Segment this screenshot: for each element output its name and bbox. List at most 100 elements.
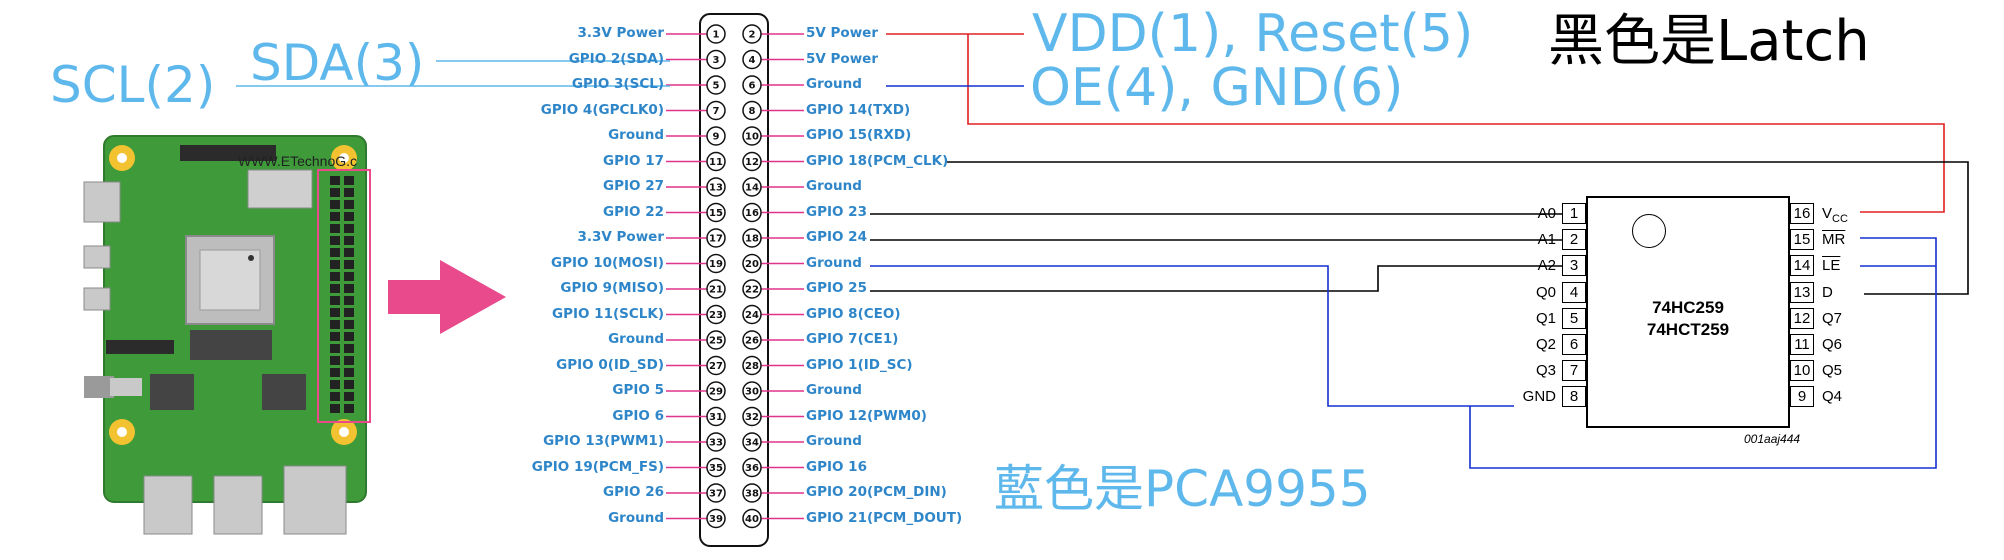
gpio-pin-circle bbox=[706, 304, 726, 325]
gpio-pin-circle bbox=[742, 253, 762, 274]
gpio-pin-number: 1 bbox=[713, 30, 720, 41]
chip-pin-label: A2 bbox=[1537, 257, 1556, 275]
chip-name-2: 74HCT259 bbox=[1646, 320, 1730, 339]
gpio-right-label: GPIO 21(PCM_DOUT) bbox=[806, 509, 963, 526]
gpio-right-label: GPIO 23 bbox=[806, 203, 867, 220]
chip-pin-number: 2 bbox=[1562, 229, 1586, 251]
board-header-pin bbox=[330, 212, 340, 221]
gpio-pin-number: 35 bbox=[709, 463, 723, 474]
gpio-left-label: GPIO 9(MISO) bbox=[560, 280, 664, 296]
gpio-pin-number: 14 bbox=[745, 183, 759, 194]
gpio-right-label: GPIO 25 bbox=[806, 280, 867, 296]
gpio-pin-circle bbox=[742, 330, 762, 350]
gpio-right-label: Ground bbox=[806, 178, 862, 194]
gpio-right-label: 5V Power bbox=[806, 50, 878, 67]
gpio-left-label: Ground bbox=[608, 509, 664, 526]
gpio-right-label: Ground bbox=[806, 254, 862, 271]
gpio-right-label: GPIO 1(ID_SC) bbox=[806, 356, 913, 373]
oe-gnd-note: OE(4), GND(6) bbox=[1030, 58, 1404, 118]
gpio-pin-number: 11 bbox=[709, 157, 723, 168]
board-header-pin bbox=[330, 272, 340, 281]
gpio-pin-circle bbox=[742, 279, 762, 299]
board-header-pin bbox=[344, 368, 354, 377]
gpio-left-label: GPIO 17 bbox=[603, 152, 664, 169]
gpio-right-label: GPIO 14(TXD) bbox=[806, 101, 911, 118]
gpio-pin-circle bbox=[706, 253, 726, 274]
gpio-left-label: GPIO 0(ID_SD) bbox=[556, 356, 664, 373]
gpio-right-label: GPIO 15(RXD) bbox=[806, 127, 912, 143]
board-header-pin bbox=[344, 404, 354, 413]
gpio-pin-circle bbox=[706, 406, 726, 427]
chip-pin-label: VCC bbox=[1822, 205, 1848, 225]
gpio-left-label: GPIO 4(GPCLK0) bbox=[540, 101, 664, 118]
chip-pin-label: Q6 bbox=[1822, 336, 1843, 353]
gpio-pin-number: 38 bbox=[745, 489, 759, 500]
gpio-pin-circle bbox=[742, 406, 762, 427]
gpio-pin-number: 18 bbox=[745, 234, 759, 245]
chip-pin-number: 9 bbox=[1790, 386, 1814, 408]
board-header-pin bbox=[344, 272, 354, 281]
board-header-pin bbox=[344, 236, 354, 245]
gpio-left-label: GPIO 10(MOSI) bbox=[551, 254, 664, 271]
gpio-left-label: GPIO 13(PWM1) bbox=[543, 433, 664, 449]
board-header-pin bbox=[330, 260, 340, 269]
gpio-pin-circle bbox=[706, 508, 726, 529]
chip-pin-number: 8 bbox=[1562, 386, 1586, 408]
gpio-pin-circle bbox=[706, 483, 726, 503]
gpio-pin-number: 16 bbox=[745, 208, 759, 219]
gpio-pin-number: 39 bbox=[709, 514, 723, 525]
gpio-left-label: 3.3V Power bbox=[577, 229, 664, 245]
board-header-pin bbox=[330, 368, 340, 377]
gpio-pin-circle bbox=[706, 75, 726, 95]
gpio-pin-number: 13 bbox=[709, 183, 723, 194]
board-header-pin bbox=[330, 320, 340, 329]
gpio-pin-number: 12 bbox=[745, 157, 759, 168]
gpio-pin-circle bbox=[706, 100, 726, 121]
arrow-right-icon bbox=[388, 260, 506, 334]
board-header-pin bbox=[344, 320, 354, 329]
gpio-pin-number: 3 bbox=[713, 55, 720, 66]
gpio-pin-number: 2 bbox=[749, 30, 756, 41]
latch-note: 黑色是Latch bbox=[1548, 9, 1870, 74]
chip-pin-number: 12 bbox=[1790, 307, 1814, 329]
gpio-pin-number: 5 bbox=[713, 81, 720, 92]
chip-pin-number: 4 bbox=[1562, 281, 1586, 303]
board-header-pin bbox=[344, 392, 354, 401]
gpio-pin-number: 26 bbox=[745, 336, 759, 347]
chip-pin-label: Q4 bbox=[1822, 388, 1843, 406]
gpio-pin-number: 31 bbox=[709, 412, 723, 423]
gpio-pin-circle bbox=[706, 151, 726, 172]
gpio-pin-circle bbox=[706, 355, 726, 376]
chip-pin-label: D bbox=[1822, 283, 1833, 301]
gpio-pin-number: 4 bbox=[749, 55, 756, 66]
gpio-pin-circle bbox=[742, 202, 762, 223]
pca9955-note: 藍色是PCA9955 bbox=[994, 460, 1371, 518]
ic-74hc259: 74HC259 74HCT259 bbox=[1586, 196, 1790, 428]
gpio-pin-circle bbox=[706, 177, 726, 197]
gpio-pin-number: 27 bbox=[709, 361, 723, 372]
gpio-pin-number: 17 bbox=[709, 234, 723, 245]
gpio-pin-number: 37 bbox=[709, 489, 723, 500]
gpio-pin-number: 9 bbox=[713, 132, 720, 143]
gpio-pin-number: 33 bbox=[709, 438, 723, 449]
gpio-right-label: 5V Power bbox=[806, 25, 878, 41]
chip-pin-number: 3 bbox=[1562, 255, 1586, 277]
gpio-right-label: Ground bbox=[806, 382, 862, 398]
chip-pin-label: Q7 bbox=[1822, 309, 1843, 327]
chip-pin-label: Q0 bbox=[1535, 283, 1556, 301]
chip-pin-subscript: CC bbox=[1832, 213, 1848, 225]
blue-gnd-wire bbox=[870, 265, 1514, 407]
gpio-left-label: GPIO 11(SCLK) bbox=[552, 305, 664, 322]
chip-pin-number: 7 bbox=[1562, 360, 1586, 382]
chip-pin-label: Q3 bbox=[1535, 362, 1556, 380]
gpio-pin-circle bbox=[742, 75, 762, 95]
gpio-pin-circle bbox=[706, 49, 726, 70]
gpio-pin-number: 40 bbox=[745, 514, 759, 525]
gpio-pin-circle bbox=[706, 381, 726, 401]
board-header-pin bbox=[344, 296, 354, 305]
chip-pin-label: LE bbox=[1822, 257, 1841, 275]
gpio-pin-circle bbox=[742, 151, 762, 172]
